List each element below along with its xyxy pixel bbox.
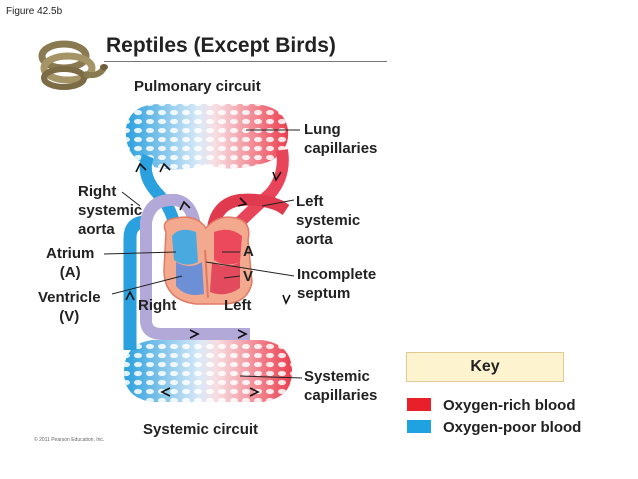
ventricle-label: Ventricle (V) (38, 289, 101, 325)
right-systemic-aorta-label: Right systemic aorta (78, 183, 143, 238)
atrium-letter-label: A (243, 243, 254, 260)
title-underline (104, 61, 387, 62)
oxygen-rich-label: Oxygen-rich blood (443, 397, 576, 414)
copyright: © 2011 Pearson Education, Inc. (34, 437, 105, 443)
oxygen-poor-swatch (407, 420, 431, 433)
right-systemic-aorta-vessel (140, 193, 250, 340)
lung-capillaries-label: Lung capillaries (304, 121, 378, 157)
left-side-label: Left (224, 297, 252, 314)
diagram-title: Reptiles (Except Birds) (106, 34, 336, 57)
left-systemic-aorta-label: Left systemic aorta (296, 193, 361, 248)
oxygen-rich-swatch (407, 398, 431, 411)
systemic-circuit-label: Systemic circuit (143, 421, 259, 438)
atrium-label: Atrium (A) (46, 245, 95, 281)
ventricle-letter-label: V (243, 268, 254, 285)
pulmonary-circuit-label: Pulmonary circuit (134, 78, 261, 95)
systemic-capillaries-label: Systemic capillaries (304, 368, 378, 404)
oxygen-poor-label: Oxygen-poor blood (443, 419, 582, 436)
key-title: Key (406, 352, 564, 382)
right-side-label: Right (138, 297, 177, 314)
figure-label: Figure 42.5b (6, 6, 63, 17)
snake-icon (38, 40, 108, 90)
incomplete-septum-label: Incomplete septum (297, 266, 377, 302)
pulmonary-vein (235, 149, 289, 227)
